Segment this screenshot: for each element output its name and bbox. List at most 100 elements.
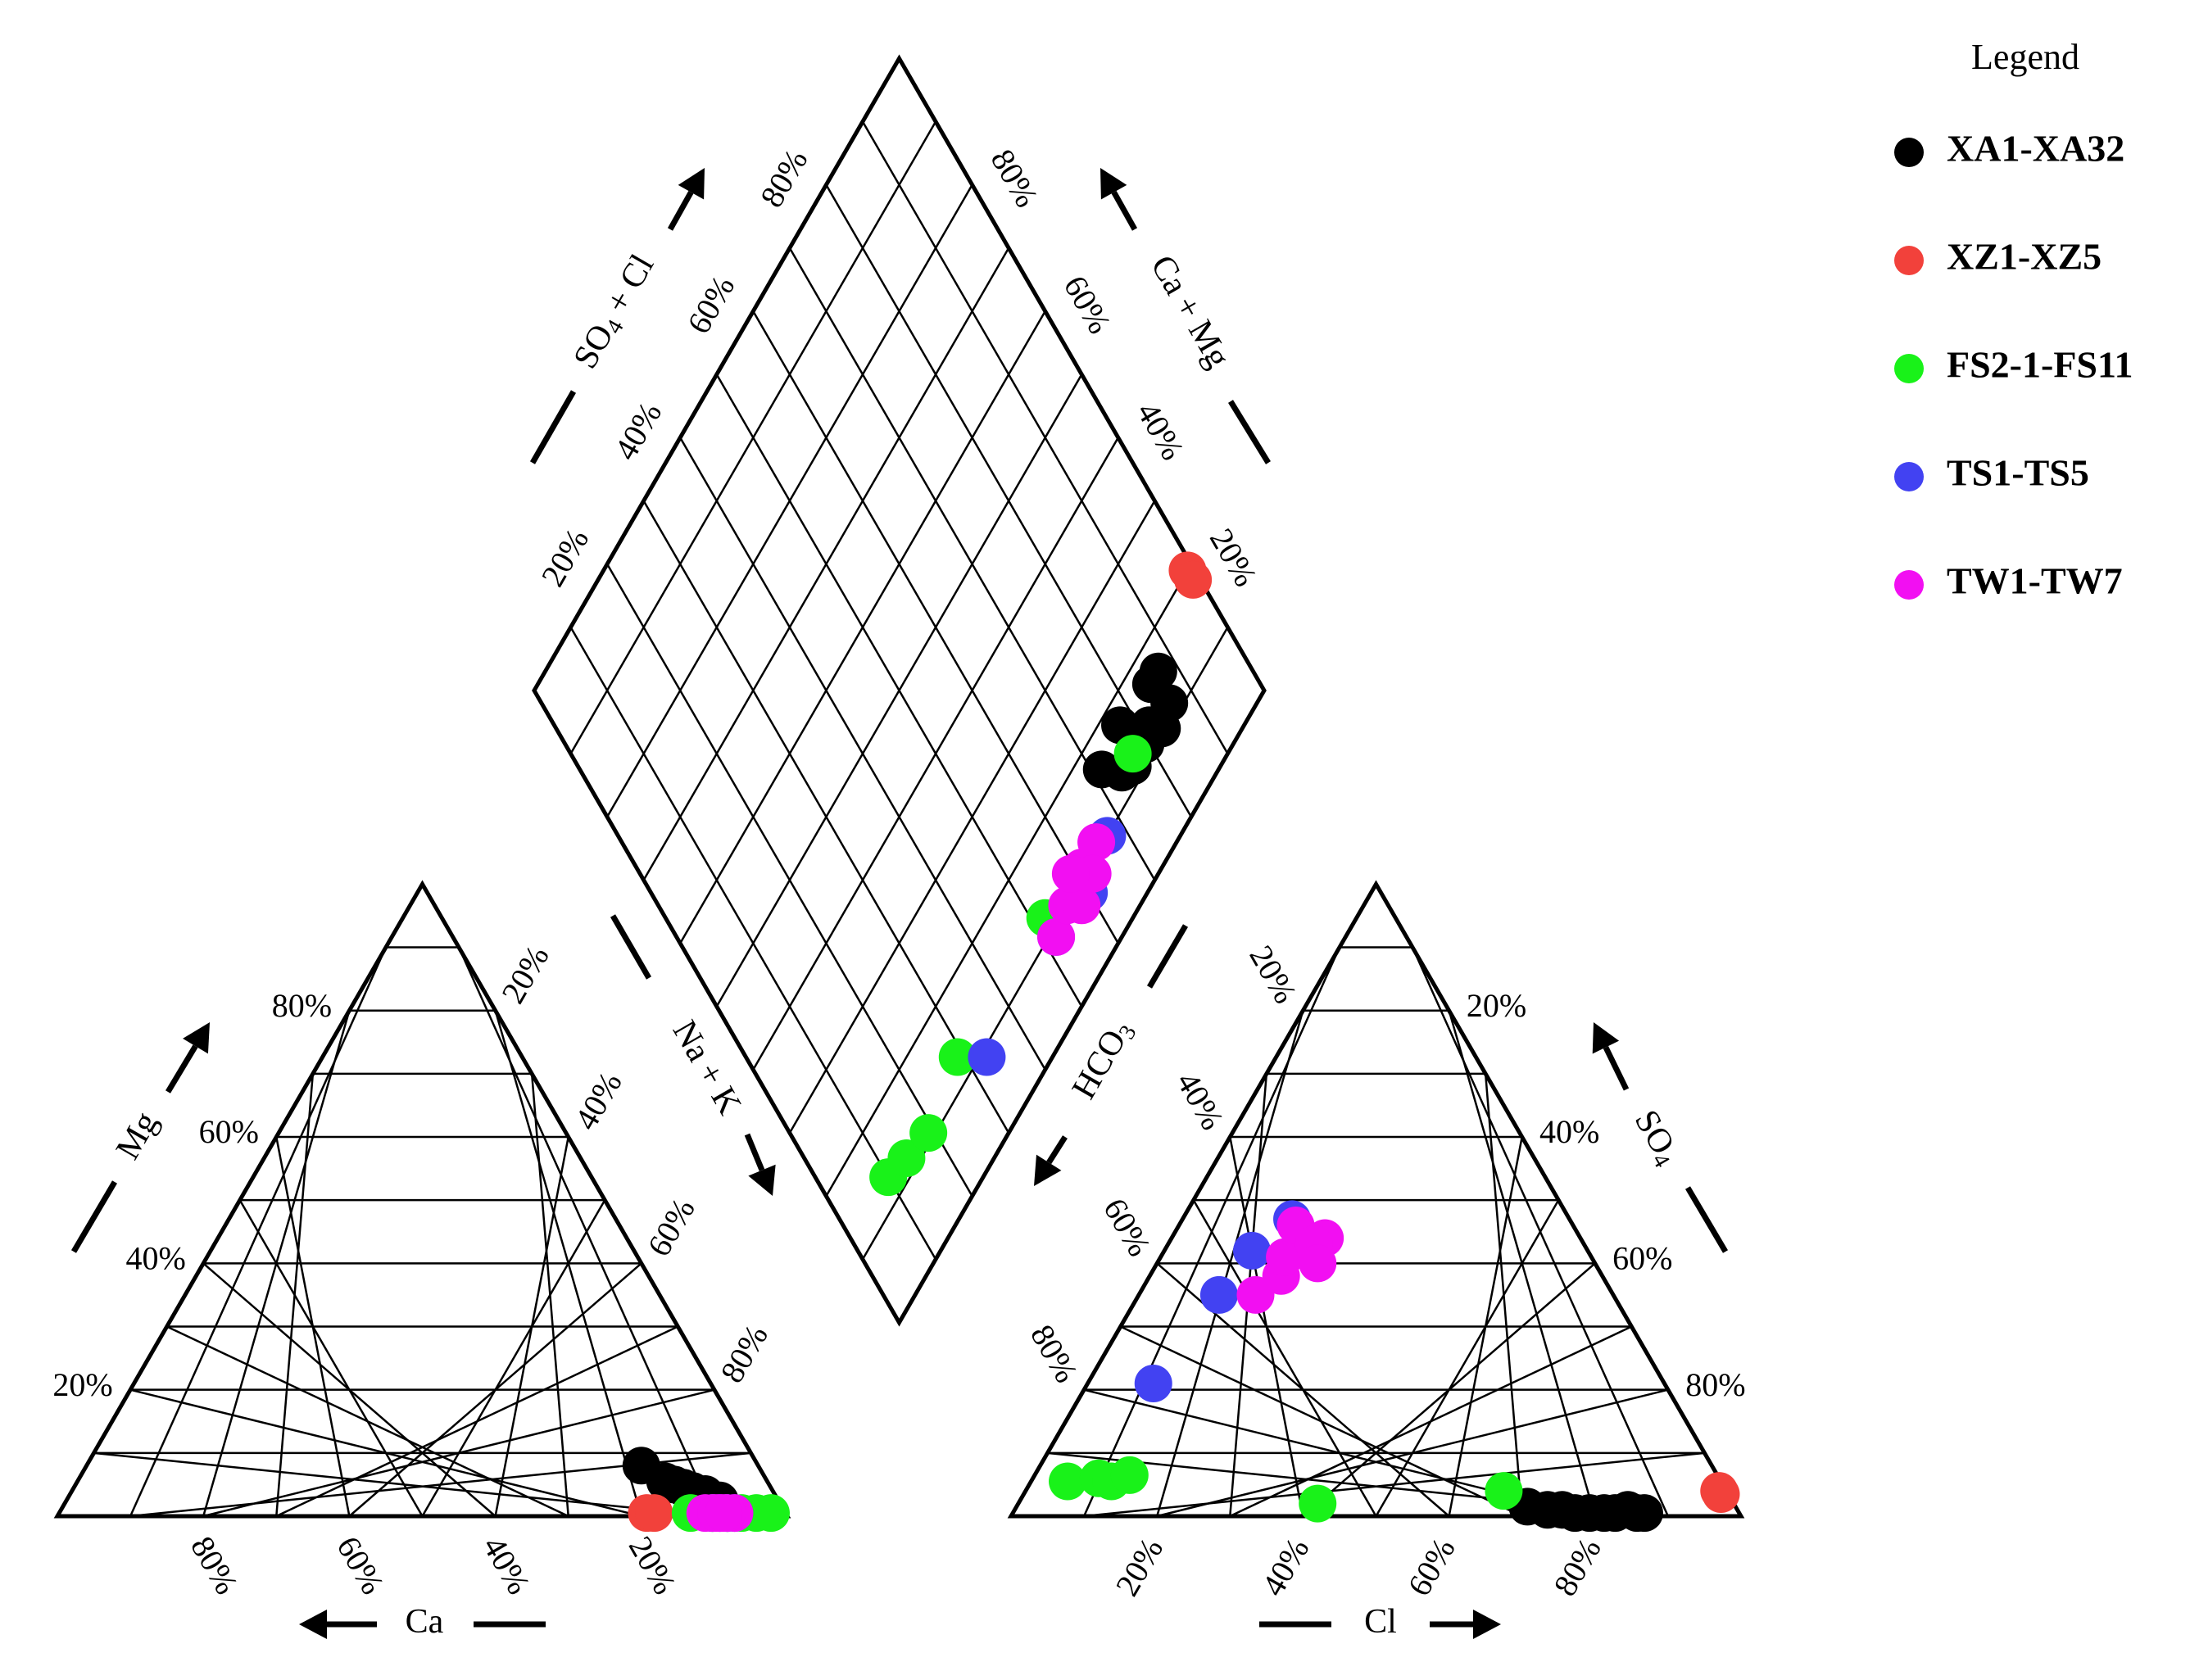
anion-triangle-grid-b [1411, 947, 1670, 1517]
point-xz1-xz5-anion [1702, 1474, 1740, 1513]
legend-entry-fs2-1-fs11-marker [1894, 354, 1924, 383]
so4-dash [1684, 1186, 1729, 1253]
nak-dash [610, 914, 652, 980]
hco3-arrow-head [1034, 1154, 1062, 1186]
point-fs2-1-fs11-anion [1049, 1462, 1087, 1501]
axis-label-mg: Mg [109, 1106, 165, 1166]
point-xz1-xz5-cation [635, 1494, 673, 1533]
mg-arrow-head [183, 1022, 210, 1054]
legend-entry-xz1-xz5-marker [1894, 246, 1924, 275]
anion-triangle-outline [1007, 880, 1745, 1519]
hco3-dash [1146, 924, 1189, 989]
tick-label-hco3: 60% [1096, 1192, 1158, 1262]
tick-label-ca: 40% [476, 1530, 538, 1601]
tick-label-ca: 80% [184, 1530, 246, 1601]
point-xa1-xa32-diamond [1139, 652, 1177, 691]
diamond-grid-a [752, 437, 1119, 1071]
cation-triangle-grid-a [166, 1325, 569, 1518]
tick-label-mg: 80% [272, 987, 332, 1024]
point-tw1-tw7-anion [1266, 1238, 1304, 1276]
tick-label-cl: 80% [1546, 1532, 1608, 1602]
diamond-grid-a [825, 563, 1192, 1197]
point-fs2-1-fs11-diamond [1113, 735, 1152, 773]
axis-label-cl-text: Cl [1364, 1603, 1397, 1641]
legend-entry-tw1-tw7-label: TW1-TW7 [1947, 560, 2123, 602]
camg-arrow-head [1100, 168, 1127, 200]
point-tw1-tw7-diamond [1063, 886, 1101, 925]
axis-label-so4cl: SO4 + Cl [566, 248, 664, 377]
tick-label-ca: 60% [329, 1530, 392, 1601]
axis-label-so4: SO4 [1625, 1104, 1688, 1173]
plot-outlines [53, 54, 1745, 1519]
so4-arrow-head [1592, 1022, 1620, 1054]
tick-label-camg: 60% [1057, 269, 1119, 340]
diamond-grid-b [752, 310, 1119, 944]
tick-label-cl: 20% [1109, 1532, 1171, 1602]
point-tw1-tw7-diamond [1037, 917, 1076, 956]
diamond-grid-a [788, 500, 1156, 1134]
tick-label-cl: 40% [1254, 1532, 1317, 1602]
legend-entry-ts1-ts5-marker [1894, 462, 1924, 491]
camg-dash [1228, 400, 1271, 464]
point-fs2-1-fs11-anion [1110, 1456, 1149, 1494]
cation-triangle-grid-a [129, 1388, 642, 1518]
point-tw1-tw7-cation [705, 1494, 743, 1533]
data-points [622, 551, 1740, 1533]
cation-triangle-grid-b [421, 1199, 606, 1517]
tick-label-cl: 60% [1400, 1532, 1462, 1602]
axis-label-ca: Ca [406, 1603, 444, 1641]
mg-dash [70, 1180, 118, 1253]
tick-label-so4cl: 20% [534, 522, 596, 592]
so4cl-dash [529, 390, 577, 464]
point-tw1-tw7-diamond [1051, 854, 1090, 893]
nak-arrow-head [748, 1164, 776, 1196]
point-fs2-1-fs11-anion [1485, 1472, 1523, 1510]
tick-label-mg: 60% [199, 1113, 259, 1150]
camg-arrow-shaft [1111, 190, 1138, 231]
anion-triangle-grid-a [1192, 1199, 1377, 1517]
cl-arrow-head [1473, 1610, 1501, 1639]
cation-triangle-grid-a [238, 1199, 424, 1517]
tick-label-camg: 40% [1130, 396, 1192, 466]
point-ts1-ts5-anion [1134, 1364, 1172, 1402]
axis-label-ca-text: Ca [406, 1603, 444, 1641]
hco3-arrow-shaft [1046, 1135, 1068, 1165]
legend-entry-xa1-xa32-marker [1894, 138, 1924, 167]
point-fs2-1-fs11-diamond [938, 1038, 977, 1076]
tick-labels: 80%20%20%20%80%20%20%20%60%40%40%40%60%4… [52, 143, 1745, 1601]
nak-arrow-shaft [744, 1133, 765, 1171]
point-xz1-xz5-diamond [1174, 560, 1213, 599]
point-fs2-1-fs11-diamond [909, 1114, 948, 1152]
point-ts1-ts5-diamond [968, 1038, 1006, 1076]
anion-triangle-grid-b [1448, 1136, 1523, 1517]
ca-arrow-head [299, 1610, 327, 1639]
tick-label-so4cl: 80% [753, 143, 815, 213]
tick-label-nak: 60% [640, 1192, 702, 1262]
axis-label-nak: Na + K [665, 1014, 749, 1121]
tick-label-mg: 20% [52, 1366, 112, 1403]
point-fs2-1-fs11-anion [1299, 1484, 1337, 1523]
axis-label-camg-text: Ca + Mg [1144, 249, 1238, 374]
grid-lines [93, 120, 1705, 1518]
so4-arrow-shaft [1603, 1046, 1630, 1091]
cation-triangle-grid-b [457, 947, 716, 1517]
tick-label-mg: 40% [126, 1240, 186, 1277]
point-tw1-tw7-diamond [1077, 823, 1116, 862]
tick-label-camg: 80% [984, 143, 1046, 213]
so4cl-arrow-shaft [667, 190, 694, 231]
tick-label-so4cl: 60% [680, 269, 742, 340]
point-xa1-xa32-anion [1625, 1494, 1663, 1533]
tick-label-so4: 80% [1685, 1366, 1745, 1403]
anion-triangle-grid-b [1448, 1010, 1597, 1517]
cation-triangle-grid-a [93, 1451, 715, 1518]
diamond-grid-b [861, 120, 1229, 754]
anion-triangle-grid-b [1375, 1199, 1560, 1517]
point-ts1-ts5-anion [1233, 1231, 1272, 1270]
point-tw1-tw7-anion [1299, 1244, 1337, 1283]
tick-label-so4cl: 40% [607, 396, 669, 466]
legend-entry-xz1-xz5-label: XZ1-XZ5 [1947, 236, 2102, 278]
axis-label-cl: Cl [1364, 1603, 1397, 1641]
legend-entry-ts1-ts5-label: TS1-TS5 [1947, 452, 2089, 494]
tick-label-hco3: 80% [1023, 1319, 1086, 1389]
